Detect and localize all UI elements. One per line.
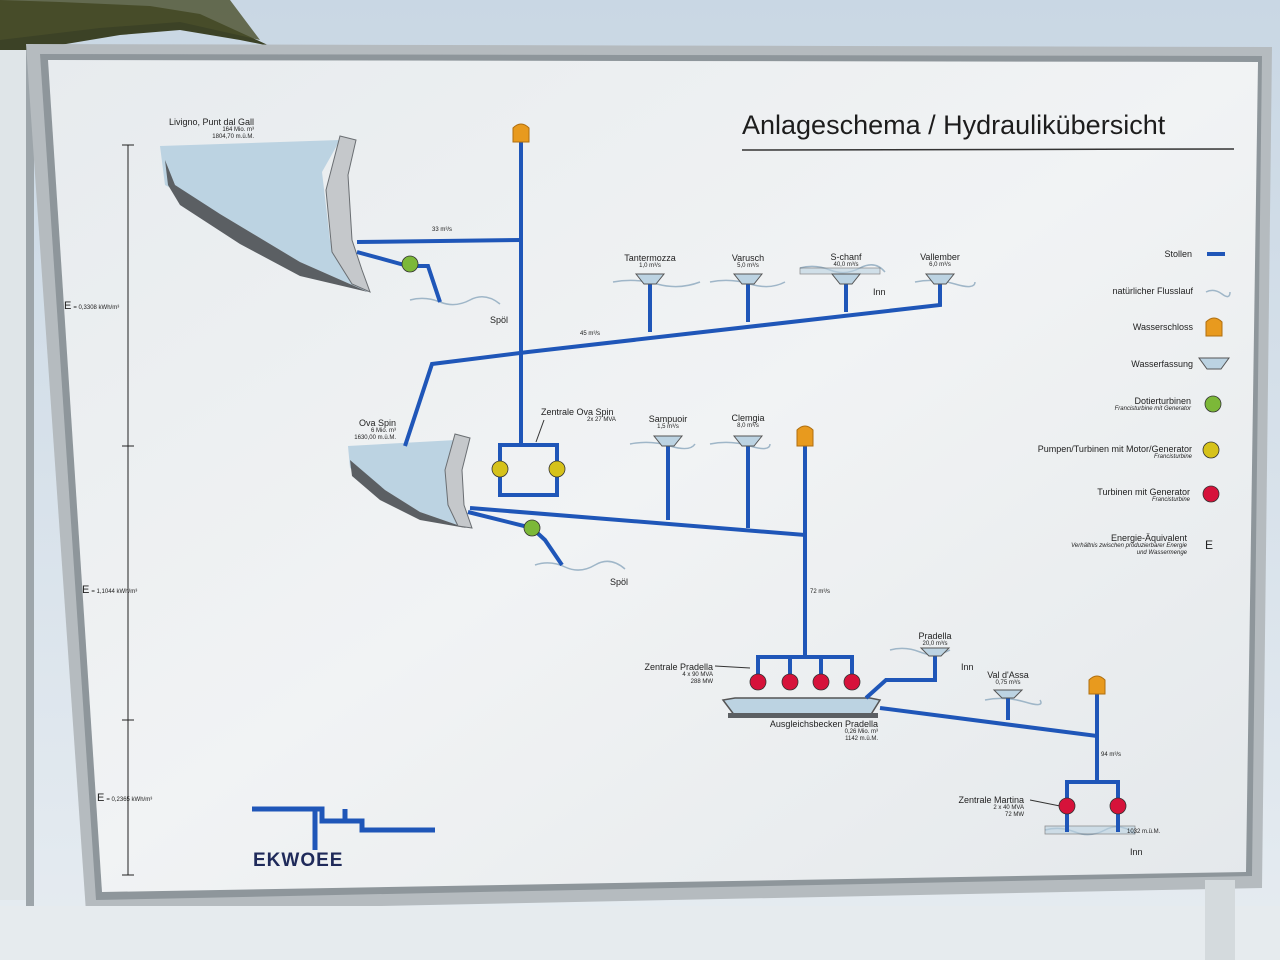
- dotier-turbine-icon: [402, 256, 418, 272]
- intake-label-tantermozza: Tantermozza 1,0 m³/s: [610, 253, 690, 270]
- river-label-spol: Spöl: [490, 315, 508, 325]
- legend-item-intake: Wasserfassung: [1131, 359, 1193, 369]
- turbine-icon: [1110, 798, 1126, 814]
- reservoir-label-ova-spin: Ova Spin 6 Mio. m³ 1630,00 m.ü.M.: [354, 418, 396, 442]
- reservoir-name: Ova Spin: [354, 418, 396, 428]
- legend-item-dotier-turbine: Dotierturbinen Francisturbine mit Genera…: [1115, 396, 1191, 413]
- reservoir-name: Livigno, Punt dal Gall: [169, 117, 254, 127]
- surge-tank-icon: [513, 124, 529, 142]
- legend-item-energy: Energie-Äquivalent Verhältnis zwischen p…: [1071, 533, 1187, 557]
- turbine-icon: [782, 674, 798, 690]
- intake-label-s-chanf: S-chanf 40,0 m³/s: [806, 252, 886, 269]
- energy-label-3: E= 0,2365 kWh/m³: [97, 788, 152, 806]
- river-label-inn: Inn: [873, 287, 886, 297]
- dotier-turbine-icon: [524, 520, 540, 536]
- pump-turbine-icon: [549, 461, 565, 477]
- turbine-icon: [844, 674, 860, 690]
- intake-label-pradella: Pradella 20,0 m³/s: [895, 631, 975, 648]
- page-title: Anlageschema / Hydraulikübersicht: [742, 110, 1165, 141]
- turbine-icon: [1059, 798, 1075, 814]
- legend-item-river: natürlicher Flusslauf: [1112, 286, 1193, 296]
- intake-label-sampuoir: Sampuoir 1,5 m³/s: [628, 414, 708, 431]
- river-label-inn: Inn: [961, 662, 974, 672]
- surge-tank-icon: [797, 426, 813, 446]
- left-panel: [0, 50, 26, 900]
- energy-equivalent-icon: E: [1205, 538, 1213, 552]
- reservoir-pradella: [723, 698, 880, 718]
- energy-label-1: E= 0,3308 kWh/m³: [64, 296, 119, 314]
- flow-label: 33 m³/s: [432, 227, 452, 234]
- legend-item-tunnel: Stollen: [1164, 249, 1192, 259]
- dotier-turbine-icon: [1205, 396, 1221, 412]
- logo: EKWOEE: [253, 850, 343, 872]
- energy-value: = 1,1044 kWh/m³: [91, 589, 137, 595]
- legend-item-pump-turbine: Pumpen/Turbinen mit Motor/Generator Fran…: [1038, 444, 1192, 461]
- legend-item-turbine: Turbinen mit Generator Francisturbine: [1097, 487, 1190, 504]
- flow-label: 72 m³/s: [810, 589, 830, 596]
- reservoir-level: 1142 m.ü.M.: [770, 736, 878, 743]
- energy-symbol: E: [64, 300, 71, 312]
- reservoir-volume: 6 Mio. m³: [354, 428, 396, 435]
- station-level-martina: 1032 m.ü.M.: [1127, 829, 1160, 836]
- legend-item-surge-tank: Wasserschloss: [1133, 322, 1193, 332]
- reservoir-volume: 164 Mio. m³: [169, 127, 254, 134]
- energy-symbol: E: [97, 792, 104, 804]
- intake-label-vallember: Vallember 6,0 m³/s: [900, 252, 980, 269]
- energy-value: = 0,2365 kWh/m³: [106, 797, 152, 803]
- pump-turbine-icon: [492, 461, 508, 477]
- intake-label-val-dassa: Val d'Assa 0,75 m³/s: [968, 670, 1048, 687]
- station-label-ova-spin: Zentrale Ova Spin 2x 27 MVA: [541, 407, 616, 424]
- station-label-pradella: Zentrale Pradella 4 x 90 MVA 288 MW: [644, 662, 713, 686]
- energy-label-2: E= 1,1044 kWh/m³: [82, 580, 137, 598]
- river-label-inn: Inn: [1130, 847, 1143, 857]
- intake-label-clemgia: Clemgia 8,0 m³/s: [708, 413, 788, 430]
- turbine-icon: [1203, 486, 1219, 502]
- turbine-icon: [750, 674, 766, 690]
- intake-label-varusch: Varusch 5,0 m³/s: [708, 253, 788, 270]
- surge-tank-icon: [1206, 318, 1222, 336]
- station-label-martina: Zentrale Martina 2 x 40 MVA 72 MW: [958, 795, 1024, 819]
- reservoir-level: 1630,00 m.ü.M.: [354, 435, 396, 442]
- turbine-icon: [813, 674, 829, 690]
- energy-symbol: E: [82, 584, 89, 596]
- energy-value: = 0,3308 kWh/m³: [73, 305, 119, 311]
- reservoir-label-pradella: Ausgleichsbecken Pradella 0,26 Mio. m³ 1…: [770, 719, 878, 743]
- pump-turbine-icon: [1203, 442, 1219, 458]
- surge-tank-icon: [1089, 676, 1105, 694]
- reservoir-volume: 0,26 Mio. m³: [770, 729, 878, 736]
- flow-label: 94 m³/s: [1101, 752, 1121, 759]
- flow-label: 45 m³/s: [580, 331, 600, 338]
- reservoir-name: Ausgleichsbecken Pradella: [770, 719, 878, 729]
- reservoir-level: 1804,70 m.ü.M.: [169, 134, 254, 141]
- river-label-spol: Spöl: [610, 577, 628, 587]
- reservoir-label-livigno: Livigno, Punt dal Gall 164 Mio. m³ 1804,…: [169, 117, 254, 141]
